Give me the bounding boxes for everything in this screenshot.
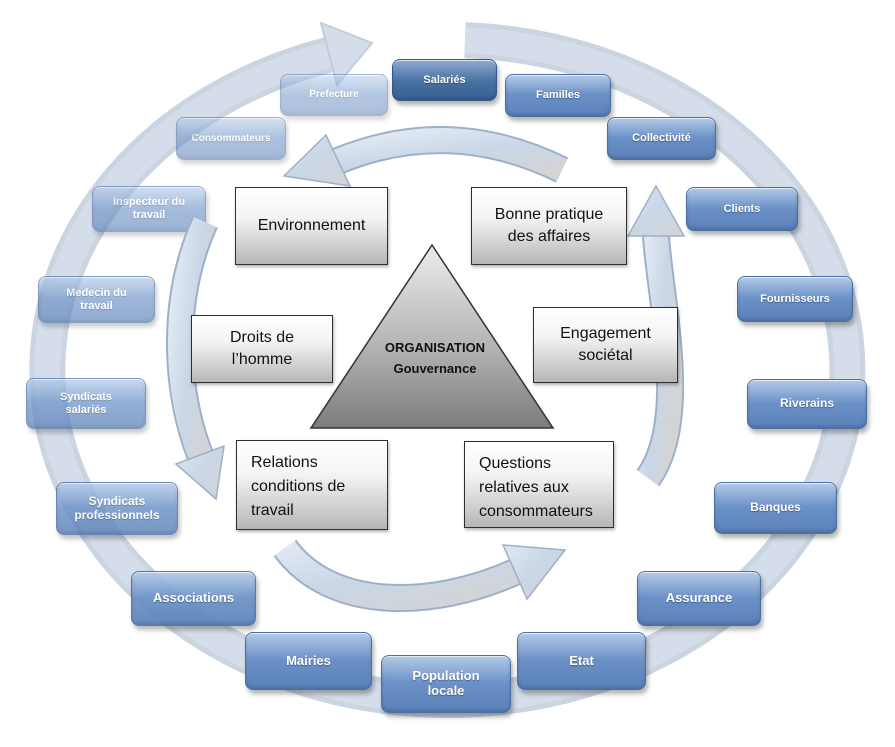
stakeholder-label: Medecin du travail bbox=[66, 286, 127, 312]
triangle-shape bbox=[309, 243, 555, 429]
core-subject-environnement: Environnement bbox=[235, 187, 388, 265]
stakeholder-syndicats-professionnels: Syndicats professionnels bbox=[56, 482, 178, 535]
stakeholder-label: Banques bbox=[750, 500, 801, 515]
core-subject-bonne-pratique: Bonne pratique des affaires bbox=[471, 187, 627, 265]
stakeholder-label: Etat bbox=[569, 652, 594, 668]
core-subject-label: Relations conditions de travail bbox=[251, 454, 346, 519]
core-subject-engagement-societal: Engagement sociétal bbox=[533, 307, 678, 383]
core-subject-label: Droits de l’homme bbox=[229, 328, 295, 368]
stakeholder-label: Salariés bbox=[423, 73, 466, 86]
core-subject-label: Bonne pratique des affaires bbox=[494, 205, 604, 245]
stakeholder-label: Assurance bbox=[665, 590, 733, 606]
stakeholder-label: Inspecteur du travail bbox=[112, 196, 186, 221]
inner-arrow-top bbox=[282, 126, 569, 187]
stakeholder-medecin-du-travail: Medecin du travail bbox=[38, 276, 155, 323]
stakeholder-collectivite: Collectivité bbox=[607, 117, 716, 160]
stakeholder-label: Collectivité bbox=[632, 132, 691, 145]
ring-arrowhead bbox=[319, 21, 374, 88]
organisation-title: ORGANISATION bbox=[385, 340, 485, 355]
stakeholder-banques: Banques bbox=[714, 482, 837, 534]
stakeholder-familles: Familles bbox=[505, 74, 611, 117]
core-subject-relations-travail: Relations conditions de travail bbox=[236, 440, 388, 530]
stakeholder-assurance: Assurance bbox=[637, 571, 761, 626]
stakeholder-population-locale: Population locale bbox=[381, 655, 511, 713]
stakeholder-inspecteur-du-travail: Inspecteur du travail bbox=[92, 186, 206, 232]
inner-arrow-bottom bbox=[273, 539, 567, 612]
core-subject-droits-de-l-homme: Droits de l’homme bbox=[191, 315, 333, 383]
stakeholder-label: Fournisseurs bbox=[760, 292, 830, 305]
stakeholder-label: Syndicats salariés bbox=[60, 390, 112, 416]
inner-arrow-left bbox=[166, 216, 225, 501]
core-subject-questions-consommateurs: Questions relatives aux consommateurs bbox=[464, 441, 614, 528]
stakeholder-label: Familles bbox=[535, 89, 581, 102]
stakeholder-riverains: Riverains bbox=[747, 379, 867, 429]
stakeholder-salaries: Salariés bbox=[392, 59, 497, 101]
core-subject-label: Questions relatives aux consommateurs bbox=[479, 455, 593, 520]
stakeholder-label: Population locale bbox=[412, 668, 480, 698]
stakeholder-label: Associations bbox=[153, 590, 234, 606]
core-subject-label: Environnement bbox=[257, 216, 366, 234]
stakeholder-syndicats-salaries: Syndicats salariés bbox=[26, 378, 146, 429]
stakeholder-label: Prefecture bbox=[309, 89, 359, 101]
stakeholder-fournisseurs: Fournisseurs bbox=[737, 276, 853, 322]
stakeholder-clients: Clients bbox=[686, 187, 798, 231]
stakeholder-label: Riverains bbox=[779, 396, 835, 411]
stakeholder-consommateurs: Consommateurs bbox=[176, 117, 286, 160]
core-subject-label: Engagement sociétal bbox=[560, 324, 651, 364]
stakeholder-label: Syndicats professionnels bbox=[74, 493, 160, 522]
stakeholder-label: Consommateurs bbox=[191, 132, 271, 144]
stakeholder-associations: Associations bbox=[131, 571, 256, 626]
organisation-subtitle: Gouvernance bbox=[393, 361, 476, 376]
stakeholder-label: Mairies bbox=[286, 652, 331, 668]
stakeholder-etat: Etat bbox=[517, 632, 646, 690]
stakeholder-prefecture: Prefecture bbox=[280, 74, 388, 116]
stakeholder-label: Clients bbox=[723, 202, 761, 215]
stakeholder-mairies: Mairies bbox=[245, 632, 372, 690]
